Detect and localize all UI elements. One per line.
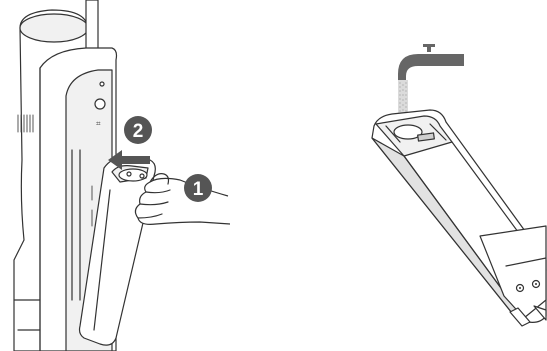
- faucet-icon: [398, 44, 464, 80]
- step-2-label: 2: [133, 121, 144, 142]
- step-1-badge: 1: [184, 174, 212, 202]
- rinsed-brush-cover: [372, 110, 546, 326]
- right-panel: [372, 44, 546, 326]
- left-panel: ⌗: [14, 0, 230, 351]
- step-2-badge: 2: [124, 116, 152, 144]
- step-1-label: 1: [193, 179, 204, 200]
- svg-text:⌗: ⌗: [96, 119, 101, 128]
